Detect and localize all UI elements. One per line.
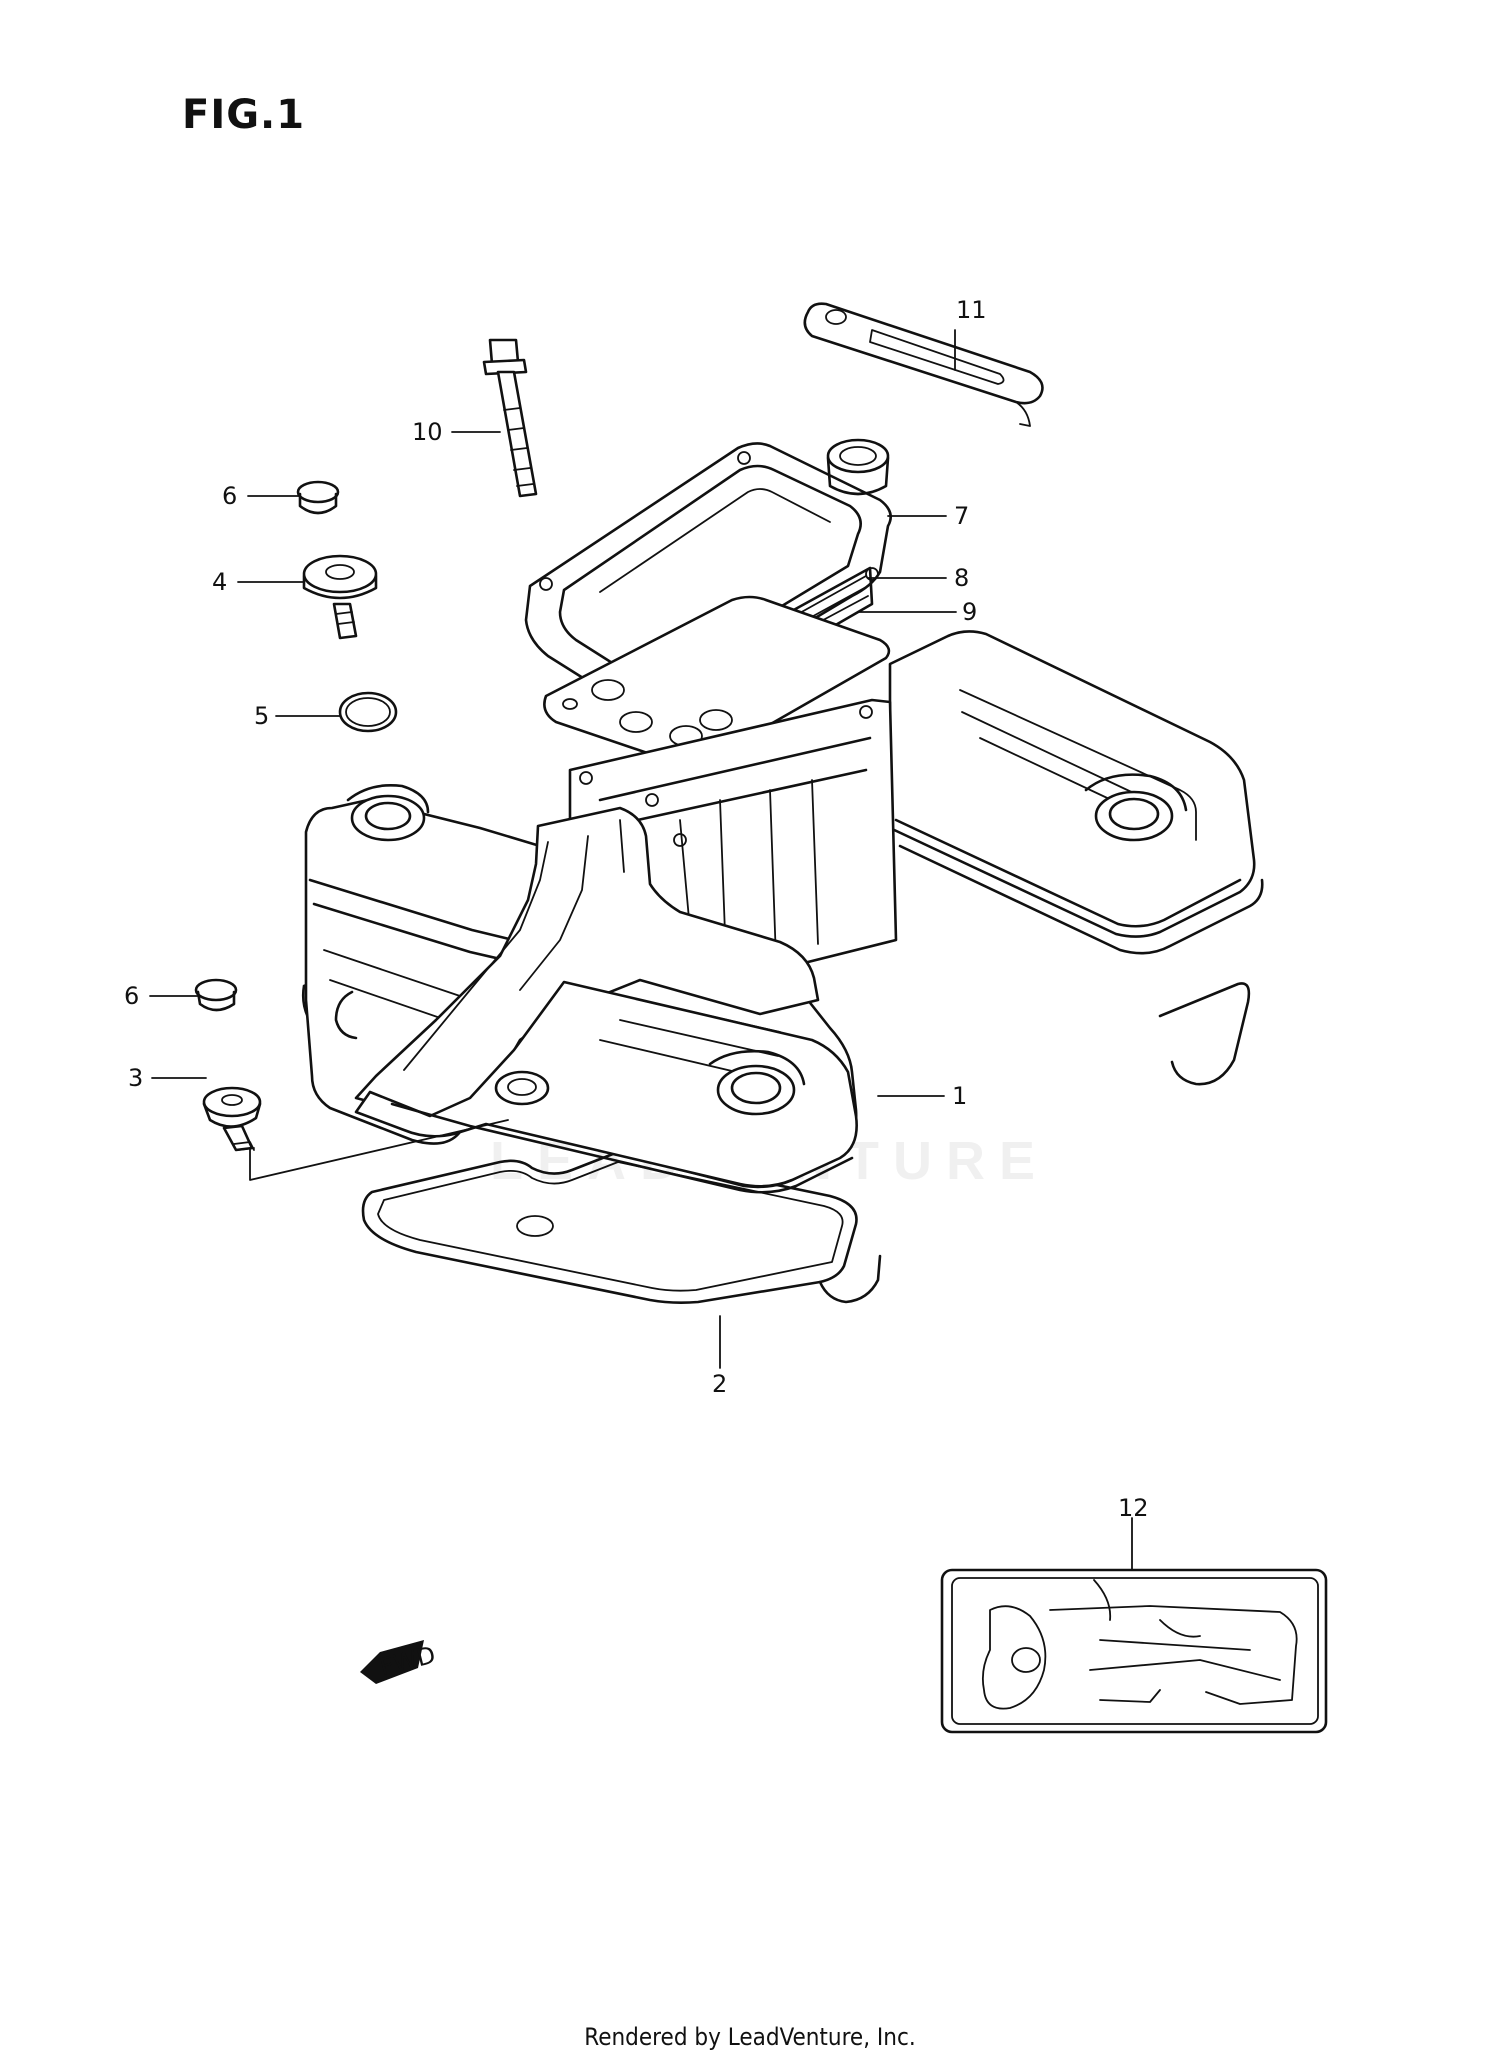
fwd-label: FWD [377, 1641, 438, 1682]
callout-3: 3 [128, 1064, 143, 1092]
callout-12: 12 [1118, 1494, 1149, 1522]
callout-9: 9 [962, 598, 977, 626]
callout-labels: 11 10 6 7 4 8 9 5 6 3 1 2 12 [124, 296, 1149, 1522]
part-10-bolt [482, 338, 538, 498]
callout-11: 11 [956, 296, 987, 324]
callout-7: 7 [954, 502, 969, 530]
callout-8: 8 [954, 564, 969, 592]
part-6-cap-upper [296, 480, 340, 515]
leader-lines [149, 329, 1133, 1571]
part-11-bracket [803, 302, 1044, 427]
callout-6-lower: 6 [124, 982, 139, 1010]
callout-6-upper: 6 [222, 482, 237, 510]
fwd-badge: FWD [360, 1640, 438, 1684]
callout-4: 4 [212, 568, 227, 596]
callout-1: 1 [952, 1082, 967, 1110]
footer-credit: Rendered by LeadVenture, Inc. [584, 2023, 916, 2051]
callout-10: 10 [412, 418, 443, 446]
callout-2: 2 [712, 1370, 727, 1398]
part-4-washer-bolt [302, 554, 378, 640]
part-1-head-cover [304, 630, 1264, 1194]
part-3-bolt [202, 1086, 262, 1152]
figure-title: FIG.1 [182, 92, 306, 138]
part-6-cap-lower [194, 978, 238, 1012]
part-12-gasket-set [940, 1568, 1328, 1734]
part-5-o-ring [338, 691, 398, 733]
part-2-gasket [301, 962, 1251, 1304]
callout-5: 5 [254, 702, 269, 730]
